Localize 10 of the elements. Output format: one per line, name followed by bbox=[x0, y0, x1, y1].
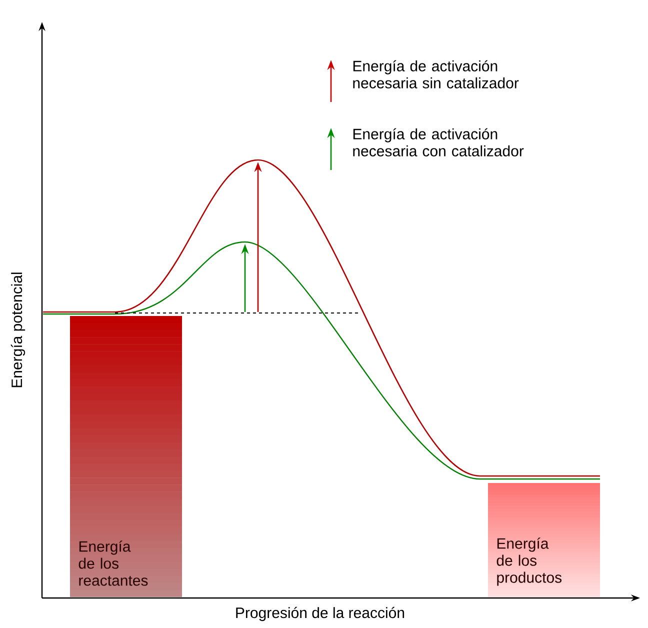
node-label: productos bbox=[497, 572, 562, 586]
energy-bar: Energía de los reactantes bbox=[70, 316, 182, 597]
axis-label: Progresión de la reacción bbox=[236, 606, 404, 622]
energy-bar: Energía de los productos bbox=[488, 483, 600, 597]
node-label: Energía bbox=[497, 538, 549, 552]
node-label: de los bbox=[496, 554, 536, 566]
axis-label: Energía potencial bbox=[10, 272, 26, 388]
legend-text: Energía de activación necesaria sin catalizador bbox=[353, 60, 519, 88]
legend-text: Energía de activación necesaria con catalizador bbox=[353, 128, 524, 156]
node-label: Energía de los reactantes bbox=[78, 540, 148, 586]
